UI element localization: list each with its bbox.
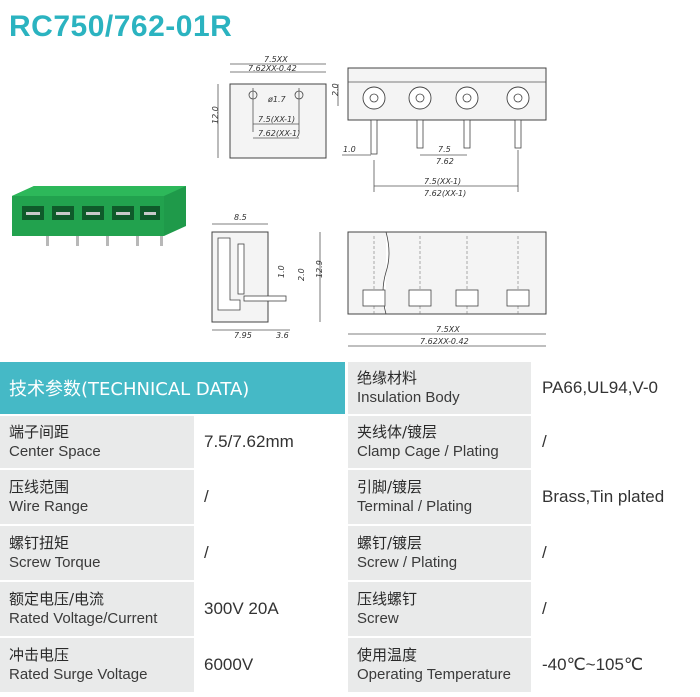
- surge-voltage-label-cn: 冲击电压: [9, 646, 70, 664]
- insulation-label-cn: 绝缘材料: [357, 369, 418, 387]
- wire-range-label-en: Wire Range: [9, 498, 89, 515]
- table-row: 端子间距 Center Space 7.5/7.62mm 夹线体/镀层 Clamp …: [0, 416, 700, 468]
- rated-voltage-label-cn: 额定电压/电流: [9, 590, 105, 608]
- table-header-cell: 技术参数(TECHNICAL DATA): [0, 362, 345, 414]
- screw-torque-label-en: Screw Torque: [9, 554, 101, 571]
- dim-front-off: 1.0: [343, 145, 356, 154]
- center-space-label-cn: 端子间距: [9, 423, 70, 441]
- surge-voltage-label-en: Rated Surge Voltage: [9, 666, 148, 683]
- dim-top-w1: 7.5XX: [264, 55, 288, 64]
- rated-voltage-value: 300V 20A: [204, 599, 279, 618]
- terminal-label-en: Terminal / Plating: [357, 498, 473, 515]
- wire-screw-label-en: Screw: [357, 610, 399, 627]
- dim-front-pitch1: 7.5: [438, 145, 451, 154]
- table-label-cell: 绝缘材料 Insulation Body: [348, 362, 531, 414]
- page-title: RC750/762-01R: [9, 10, 233, 43]
- wire-range-label-cn: 压线范围: [9, 478, 70, 496]
- product-image: [12, 186, 186, 246]
- dim-top-w2: 7.62XX-0.42: [248, 64, 297, 73]
- technical-drawings: 7.5XX 7.62XX-0.42 12.0 ø1.7 7.5(XX-1) 7.…: [12, 55, 547, 347]
- dim-back-w1: 7.5XX: [436, 325, 460, 334]
- terminal-label-cn: 引脚/镀层: [357, 478, 423, 496]
- clamp-cage-label-en: Clamp Cage / Plating: [357, 443, 499, 460]
- dim-front-w1: 7.5(XX-1): [424, 177, 461, 186]
- insulation-value: PA66,UL94,V-0: [542, 378, 658, 397]
- dim-side-c: 7.95: [234, 331, 252, 340]
- clamp-cage-label-cn: 夹线体/镀层: [357, 423, 438, 441]
- dim-top-p2: 7.62(XX-1): [258, 129, 300, 138]
- dim-top-h: 12.0: [211, 106, 220, 124]
- screw-torque-value: /: [204, 543, 209, 562]
- insulation-label-en: Insulation Body: [357, 389, 460, 406]
- clamp-cage-value: /: [542, 432, 547, 451]
- dim-side-b: 2.0: [297, 268, 306, 281]
- dim-side-a: 1.0: [277, 265, 286, 278]
- dim-front-pitch2: 7.62: [436, 157, 454, 166]
- surge-voltage-value: 6000V: [204, 655, 254, 674]
- operating-temp-label-en: Operating Temperature: [357, 666, 511, 683]
- screw-plating-value: /: [542, 543, 547, 562]
- operating-temp-value: -40℃~105℃: [542, 655, 644, 674]
- dim-front-w2: 7.62(XX-1): [424, 189, 466, 198]
- screw-plating-label-cn: 螺钉/镀层: [357, 534, 423, 552]
- table-row: 额定电压/电流 Rated Voltage/Current 300V 20A 压线…: [0, 582, 700, 636]
- dim-top-p1: 7.5(XX-1): [258, 115, 295, 124]
- top-view-drawing: 7.5XX 7.62XX-0.42 12.0 ø1.7 7.5(XX-1) 7.…: [211, 55, 340, 159]
- center-space-value: 7.5/7.62mm: [204, 432, 294, 451]
- back-view-drawing: 7.5XX 7.62XX-0.42: [347, 231, 547, 347]
- table-header-title: 技术参数(TECHNICAL DATA): [9, 379, 250, 400]
- rated-voltage-label-en: Rated Voltage/Current: [9, 610, 158, 627]
- screw-torque-label-cn: 螺钉扭矩: [9, 534, 70, 552]
- dim-side-d: 3.6: [276, 331, 289, 340]
- wire-screw-label-cn: 压线螺钉: [357, 590, 418, 608]
- side-view-drawing: 8.5 12.9 1.0 2.0 7.95 3.6: [211, 213, 324, 340]
- center-space-label-en: Center Space: [9, 443, 101, 460]
- dim-top-side: 2.0: [331, 83, 340, 96]
- dim-hole-d: ø1.7: [267, 95, 287, 104]
- dim-side-w: 8.5: [234, 213, 247, 222]
- dim-back-w2: 7.62XX-0.42: [420, 337, 469, 346]
- table-row: 压线范围 Wire Range / 引脚/镀层 Terminal / Plating…: [0, 470, 700, 524]
- table-value-cell: PA66,UL94,V-0: [534, 362, 700, 414]
- table-row: 冲击电压 Rated Surge Voltage 6000V 使用温度 Operat…: [0, 638, 700, 692]
- terminal-value: Brass,Tin plated: [542, 487, 665, 506]
- operating-temp-label-cn: 使用温度: [357, 646, 418, 664]
- wire-range-value: /: [204, 487, 209, 506]
- table-header-row: 技术参数(TECHNICAL DATA) 绝缘材料 Insulation Bod…: [0, 362, 700, 414]
- front-view-drawing: 1.0 7.5 7.62 7.5(XX-1) 7.62(XX-1): [342, 67, 547, 198]
- wire-screw-value: /: [542, 599, 547, 618]
- dim-side-h: 12.9: [315, 260, 324, 278]
- screw-plating-label-en: Screw / Plating: [357, 554, 458, 571]
